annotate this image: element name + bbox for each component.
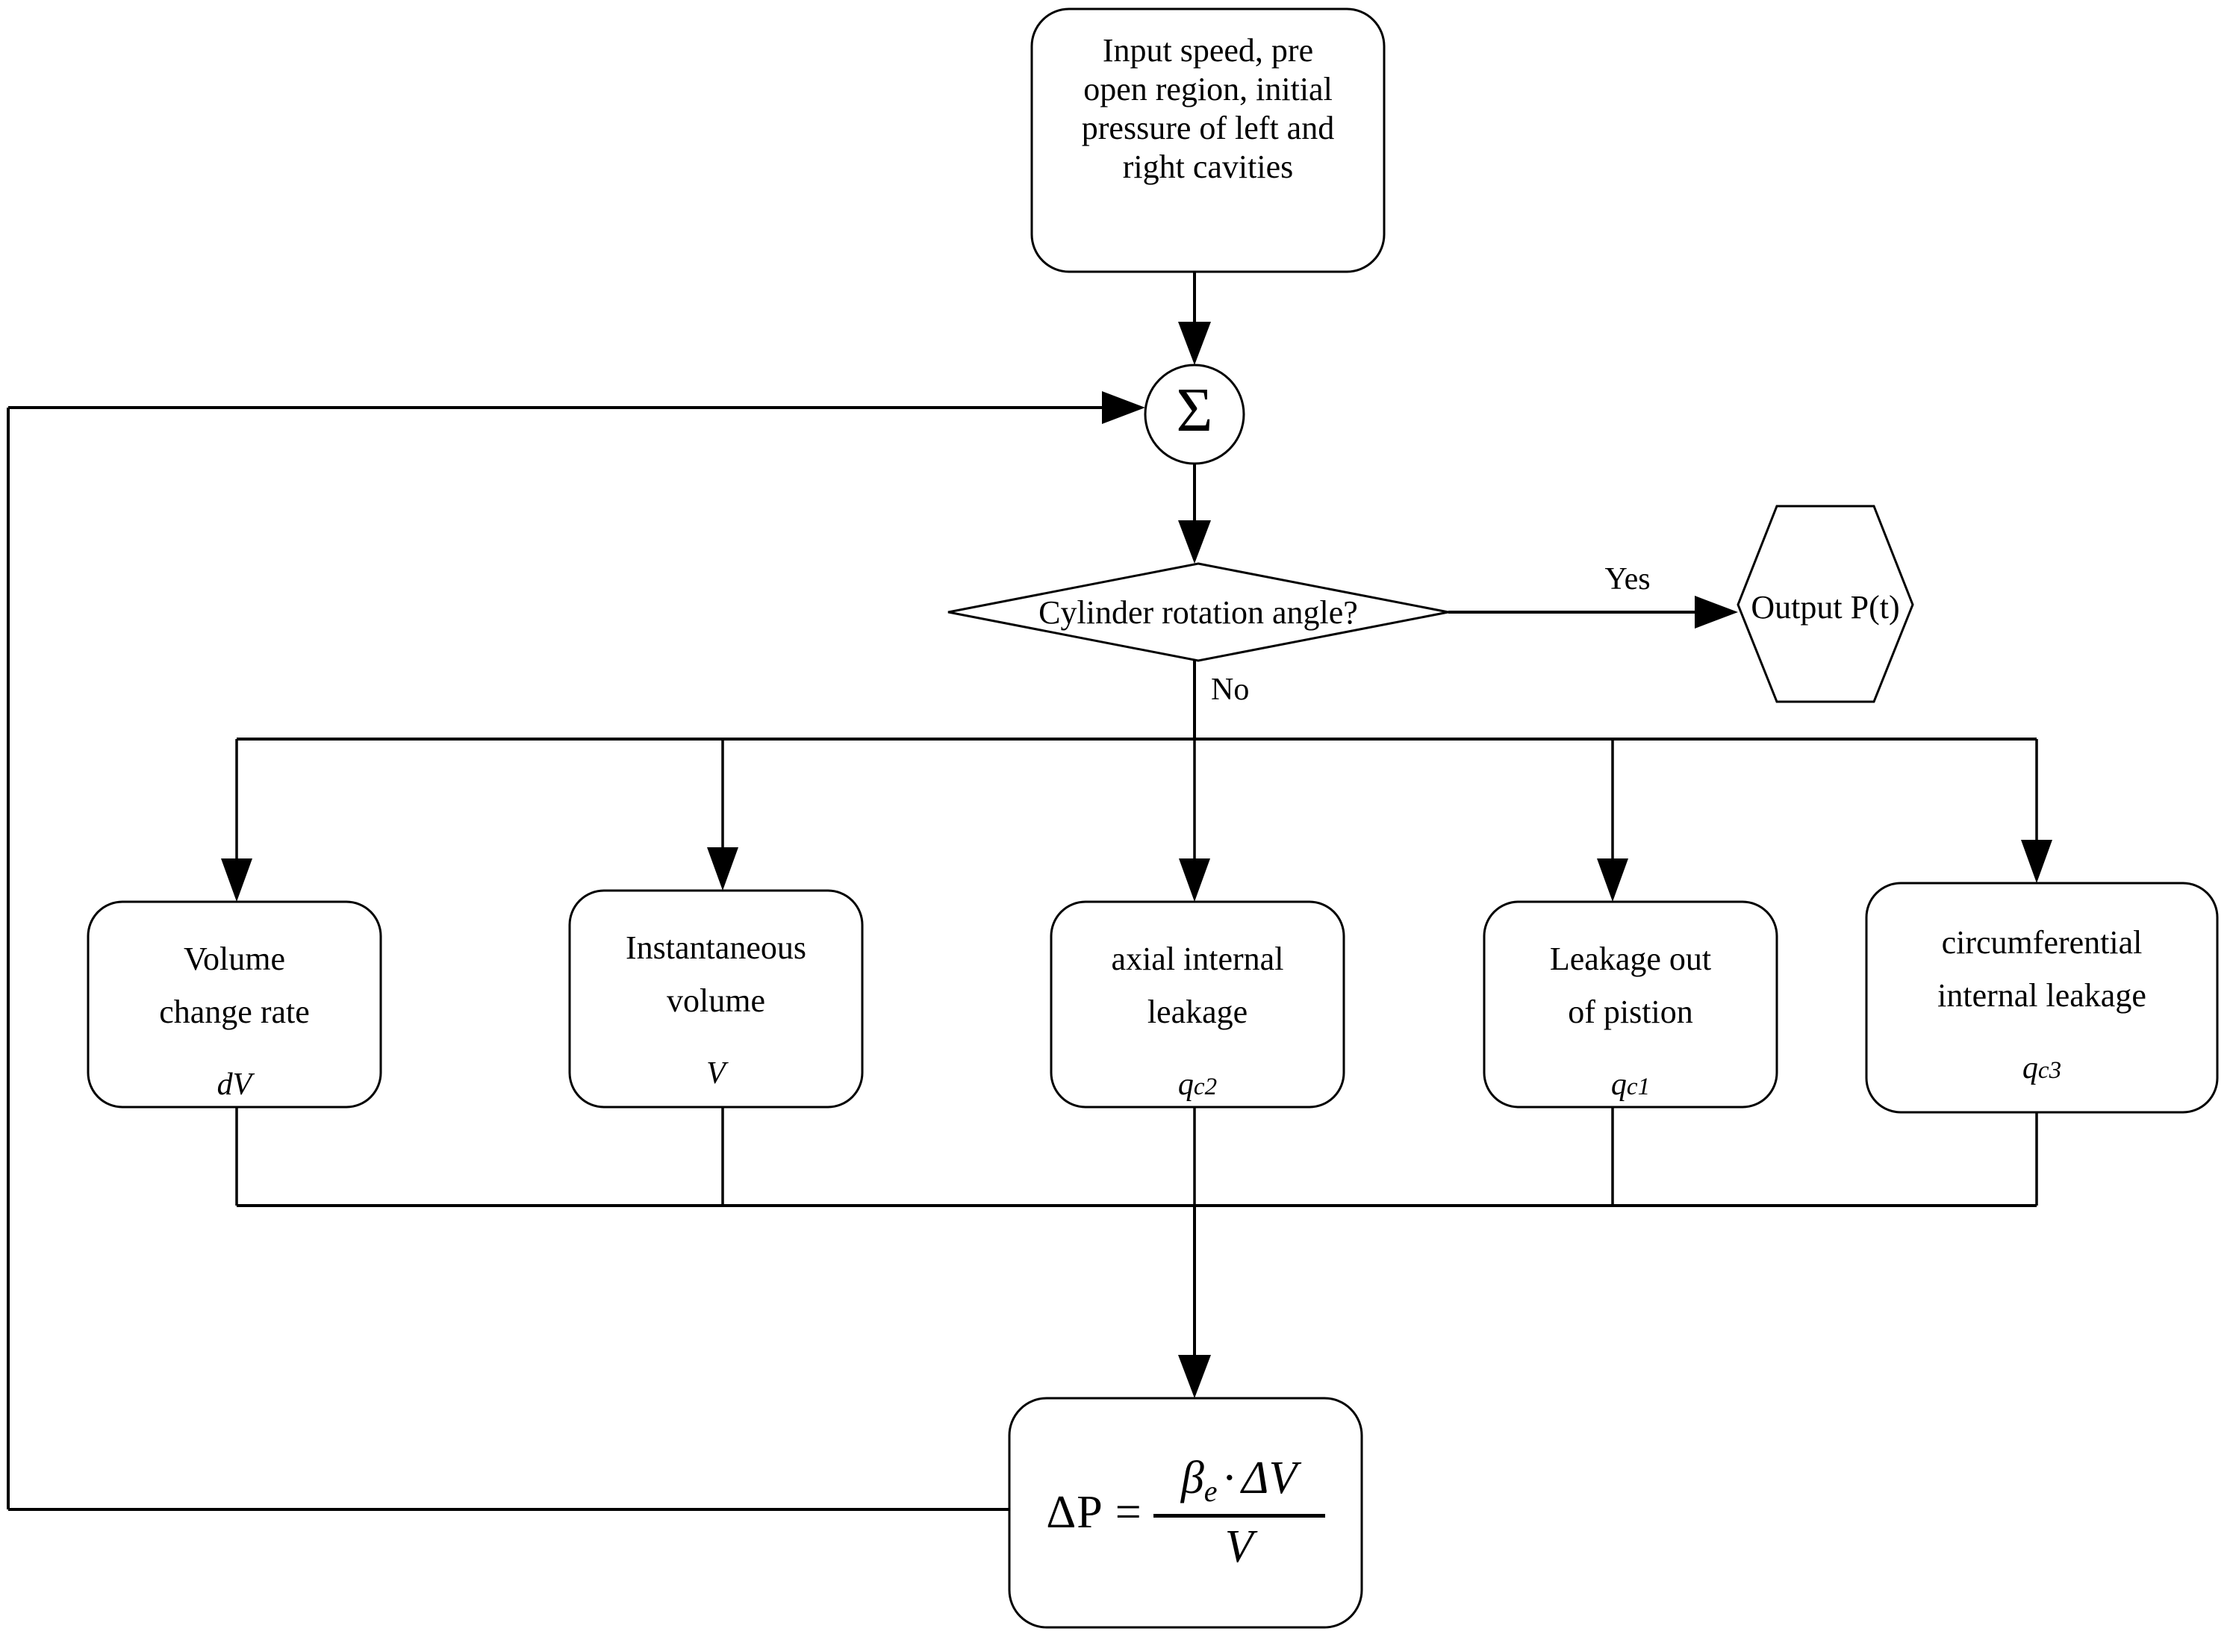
process-box-5-line2: internal leakage [1937,976,2146,1014]
decision-node-shape[interactable] [947,562,1449,662]
arrowhead-input-to-summation [1178,322,1211,365]
process-box-2-label: Instantaneous volume V [570,914,862,1107]
process-box-4-label: Leakage out of pistion qc1 [1484,926,1777,1118]
arrowhead-branch-2 [707,847,738,891]
equation-beta: β [1180,1453,1204,1504]
equation-beta-subscript: e [1203,1474,1218,1509]
process-box-2-symbol: V [706,1056,726,1091]
process-box-1-line1: Volume [183,940,286,977]
process-box-3-shape[interactable] [1050,900,1345,1109]
process-box-5-shape[interactable] [1865,882,2219,1114]
equation-fraction: βe·ΔV V [1153,1452,1325,1573]
arrowhead-decision-to-output [1695,596,1738,629]
equation-delta-v: ΔV [1242,1453,1298,1504]
equation-lhs: ΔP [1046,1487,1103,1538]
process-box-5-line1: circumferential [1941,923,2143,961]
process-box-1-symbol: dV [217,1067,252,1103]
output-node-shape[interactable] [1737,505,1914,703]
process-box-4-symbol: qc1 [1610,1067,1651,1103]
sigma-summation-icon: Σ [1176,375,1213,445]
process-box-3-symbol: qc2 [1177,1067,1218,1103]
arrowhead-feedback-to-summation [1102,391,1145,424]
process-box-1-line2: change rate [159,993,310,1030]
process-box-1-label: Volume change rate dV [88,926,381,1118]
input-node-label: Input speed, pre open region, initial pr… [1081,32,1335,185]
equation-dot-operator: · [1221,1453,1238,1504]
process-box-3-line2: leakage [1147,993,1248,1030]
edge-label-no: No [1211,673,1250,707]
decision-node-label: Cylinder rotation angle? [1038,594,1358,631]
process-box-2-line2: volume [667,982,765,1019]
process-box-4-line1: Leakage out [1549,940,1712,977]
process-box-5-symbol: qc3 [2022,1051,2062,1086]
input-node-shape[interactable] [1030,7,1386,273]
edge-label-yes: Yes [1604,562,1651,596]
process-box-4-line2: of pistion [1568,993,1693,1030]
equation-node-shape[interactable] [1008,1397,1363,1629]
arrowhead-summation-to-decision [1178,520,1211,564]
process-box-5-label: circumferential internal leakage qc3 [1866,909,2217,1102]
equation-equals: = [1115,1487,1142,1538]
process-box-3-line1: axial internal [1111,940,1284,977]
arrowhead-branch-3 [1179,858,1210,902]
arrowhead-branch-5 [2021,840,2052,883]
process-box-1-shape[interactable] [87,900,382,1109]
arrowhead-bus-to-equation [1178,1355,1211,1398]
arrowhead-branch-4 [1597,858,1628,902]
equation-numerator: βe·ΔV [1174,1452,1305,1513]
output-node-label: Output P(t) [1751,589,1900,626]
process-box-2-shape[interactable] [568,889,864,1109]
process-box-2-line1: Instantaneous [626,929,806,966]
equation-node-label: ΔP = βe·ΔV V [1009,1398,1362,1627]
equation-denominator: V [1224,1521,1253,1572]
equation-fraction-bar [1153,1513,1325,1518]
arrowhead-branch-1 [221,858,252,902]
process-box-3-label: axial internal leakage qc2 [1051,926,1344,1118]
process-box-4-shape[interactable] [1483,900,1778,1109]
